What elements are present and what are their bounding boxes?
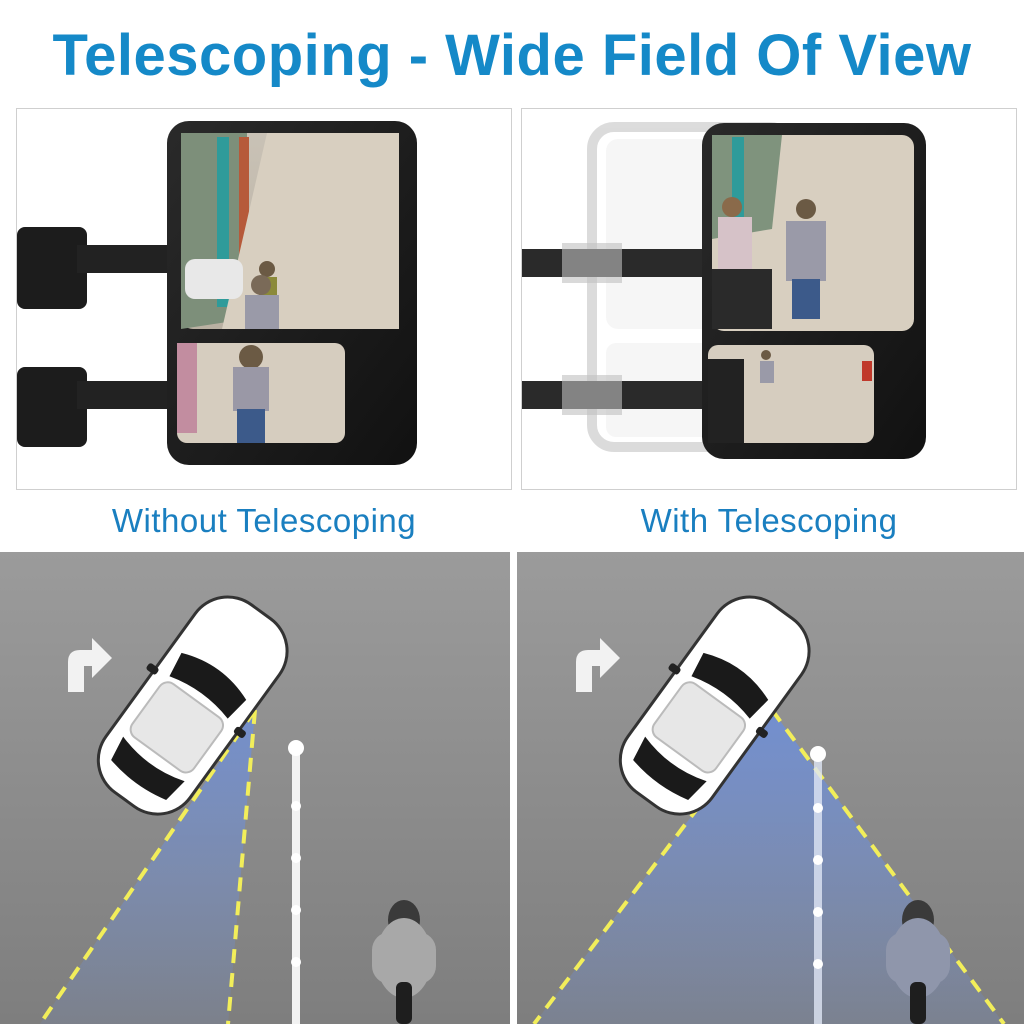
turn-right-arrow-icon bbox=[68, 638, 112, 692]
mirror-with-telescoping-illustration bbox=[522, 122, 926, 459]
mirror-panel-without-telescoping bbox=[16, 108, 512, 490]
road-diagram-wide-view bbox=[514, 552, 1024, 1024]
lower-mirror-glass-extended bbox=[708, 345, 874, 443]
mirror-arm-lower-base bbox=[17, 367, 87, 447]
car-top-view-icon bbox=[618, 595, 811, 816]
caption-without-telescoping: Without Telescoping bbox=[111, 502, 417, 539]
wide-view-cone bbox=[534, 710, 1004, 1024]
view-cone-edge-left bbox=[38, 708, 257, 1024]
turn-right-arrow-icon bbox=[576, 638, 620, 692]
motorcycle-rider-icon bbox=[886, 900, 950, 1024]
page-title: Telescoping - Wide Field Of View bbox=[52, 23, 972, 88]
caption-with-telescoping: With Telescoping bbox=[640, 502, 898, 539]
road-diagram-narrow-view bbox=[0, 552, 510, 1024]
motorcycle-rider-icon bbox=[372, 900, 436, 1024]
car-top-view-icon bbox=[96, 595, 289, 816]
view-cone-edge-right bbox=[226, 709, 257, 1024]
mirror-arm-upper-base bbox=[17, 227, 87, 309]
blind-spot-view-cone bbox=[40, 710, 255, 1024]
lower-mirror-glass bbox=[177, 343, 345, 443]
mirror-arm-upper bbox=[77, 245, 177, 273]
road-scene-without-telescoping bbox=[0, 552, 510, 1024]
upper-mirror-glass-extended bbox=[712, 135, 914, 331]
upper-mirror-glass bbox=[181, 133, 399, 329]
mirror-without-telescoping-illustration bbox=[17, 121, 417, 465]
wide-cone-edge-left bbox=[532, 708, 774, 1024]
road-scene-with-telescoping bbox=[514, 552, 1024, 1024]
mirror-arm-lower bbox=[77, 381, 177, 409]
wide-cone-edge-right bbox=[770, 708, 1006, 1024]
mirror-panel-with-telescoping bbox=[521, 108, 1017, 490]
